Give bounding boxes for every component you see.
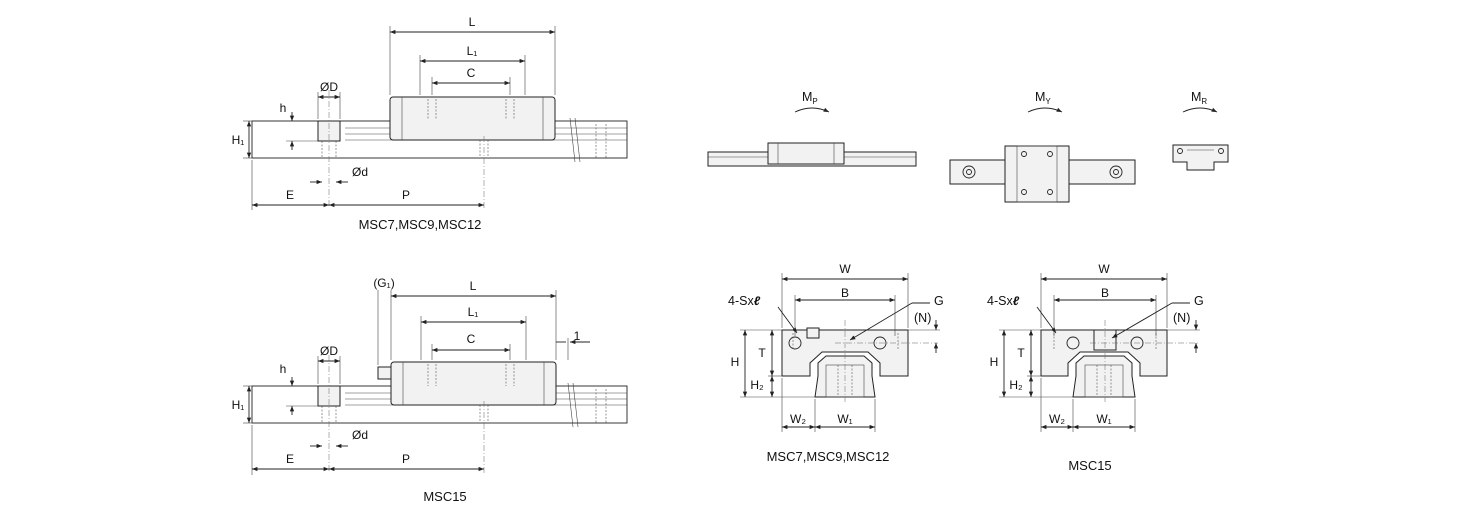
dim-H: H: [990, 355, 999, 369]
grease-nipple: [377, 366, 392, 380]
moment-roll-diagram: MR: [1172, 90, 1229, 171]
dim-C: C: [467, 332, 476, 346]
dim-L1: L₁: [467, 44, 478, 58]
side-view-msc15: (G₁) L L₁ C 1 ØD h H₁: [232, 276, 628, 504]
dim-H2: H₂: [750, 378, 764, 392]
label-screw-spec: 4-Sx: [987, 294, 1013, 308]
dim-C: C: [467, 66, 476, 80]
label-G: G: [1194, 294, 1204, 308]
dim-W: W: [839, 262, 851, 276]
dim-d: Ød: [352, 165, 368, 179]
dim-one: 1: [574, 329, 581, 343]
dim-d: Ød: [352, 428, 368, 442]
dim-W1: W₁: [1096, 412, 1111, 426]
dim-H2: H₂: [1009, 378, 1023, 392]
svg-text:MY: MY: [1035, 90, 1051, 106]
caption-side-bottom: MSC15: [423, 489, 466, 504]
dim-E: E: [286, 452, 294, 466]
moment-pitch-label: M: [802, 90, 812, 104]
label-N: (N): [1173, 311, 1190, 325]
roll-arrow-icon: [1182, 107, 1218, 113]
slider-block: [390, 361, 557, 406]
svg-text:MP: MP: [802, 90, 818, 106]
moment-yaw-subscript: Y: [1045, 97, 1051, 106]
label-G: G: [934, 294, 944, 308]
moment-pitch-subscript: P: [812, 97, 817, 106]
block-profile: [1172, 144, 1229, 171]
dim-L: L: [470, 279, 477, 293]
dim-P: P: [402, 452, 410, 466]
svg-text:MR: MR: [1191, 90, 1207, 106]
dim-L1: L₁: [468, 305, 479, 319]
dim-H: H: [731, 355, 740, 369]
dim-D: ØD: [320, 344, 338, 358]
block-section: [1040, 329, 1168, 377]
dim-B: B: [1101, 286, 1109, 300]
dim-D: ØD: [320, 80, 338, 94]
label-screw-length: ℓ: [1013, 294, 1020, 308]
dim-W2: W₂: [1049, 412, 1065, 426]
dim-B: B: [841, 286, 849, 300]
dim-E: E: [286, 188, 294, 202]
caption-side-top: MSC7,MSC9,MSC12: [359, 217, 482, 232]
dim-P: P: [402, 188, 410, 202]
moment-pitch-diagram: MP: [707, 90, 917, 167]
dim-W: W: [1098, 262, 1110, 276]
front-view-msc7-9-12: W B 4-Sxℓ G (N) H T H₂ W₂: [728, 262, 944, 464]
dim-T: T: [1017, 346, 1025, 360]
block-section: [781, 329, 909, 377]
slider-block: [1004, 145, 1070, 203]
side-view-msc7-9-12: L L₁ C ØD h H₁ Ød E P MSC7,MS: [232, 15, 628, 232]
front-view-msc15: W B 4-Sxℓ G (N) H T H₂ W₂: [987, 262, 1204, 473]
dim-H1: H₁: [232, 133, 245, 147]
label-screw-spec: 4-Sx: [728, 294, 754, 308]
svg-text:4-Sxℓ: 4-Sxℓ: [987, 294, 1020, 308]
dim-h: h: [280, 101, 287, 115]
dim-T: T: [758, 346, 766, 360]
svg-text:4-Sxℓ: 4-Sxℓ: [728, 294, 761, 308]
moment-roll-subscript: R: [1201, 97, 1207, 106]
slider-block: [767, 142, 845, 165]
moment-roll-label: M: [1191, 90, 1201, 104]
moment-yaw-diagram: MY: [949, 90, 1136, 203]
dim-H1: H₁: [232, 398, 245, 412]
slider-block: [389, 96, 556, 141]
label-screw-length: ℓ: [754, 294, 761, 308]
dim-W1: W₁: [837, 412, 852, 426]
moment-yaw-label: M: [1035, 90, 1045, 104]
dim-h: h: [280, 362, 287, 376]
dim-G1: (G₁): [373, 276, 394, 290]
grease-port: [806, 327, 820, 339]
pitch-arrow-icon: [794, 107, 830, 113]
dim-L: L: [469, 15, 476, 29]
caption-front-right: MSC15: [1068, 458, 1111, 473]
rail-section: [1072, 355, 1136, 398]
dim-W2: W₂: [790, 412, 806, 426]
caption-front-left: MSC7,MSC9,MSC12: [767, 449, 890, 464]
yaw-arrow-icon: [1027, 107, 1063, 113]
label-N: (N): [914, 311, 931, 325]
